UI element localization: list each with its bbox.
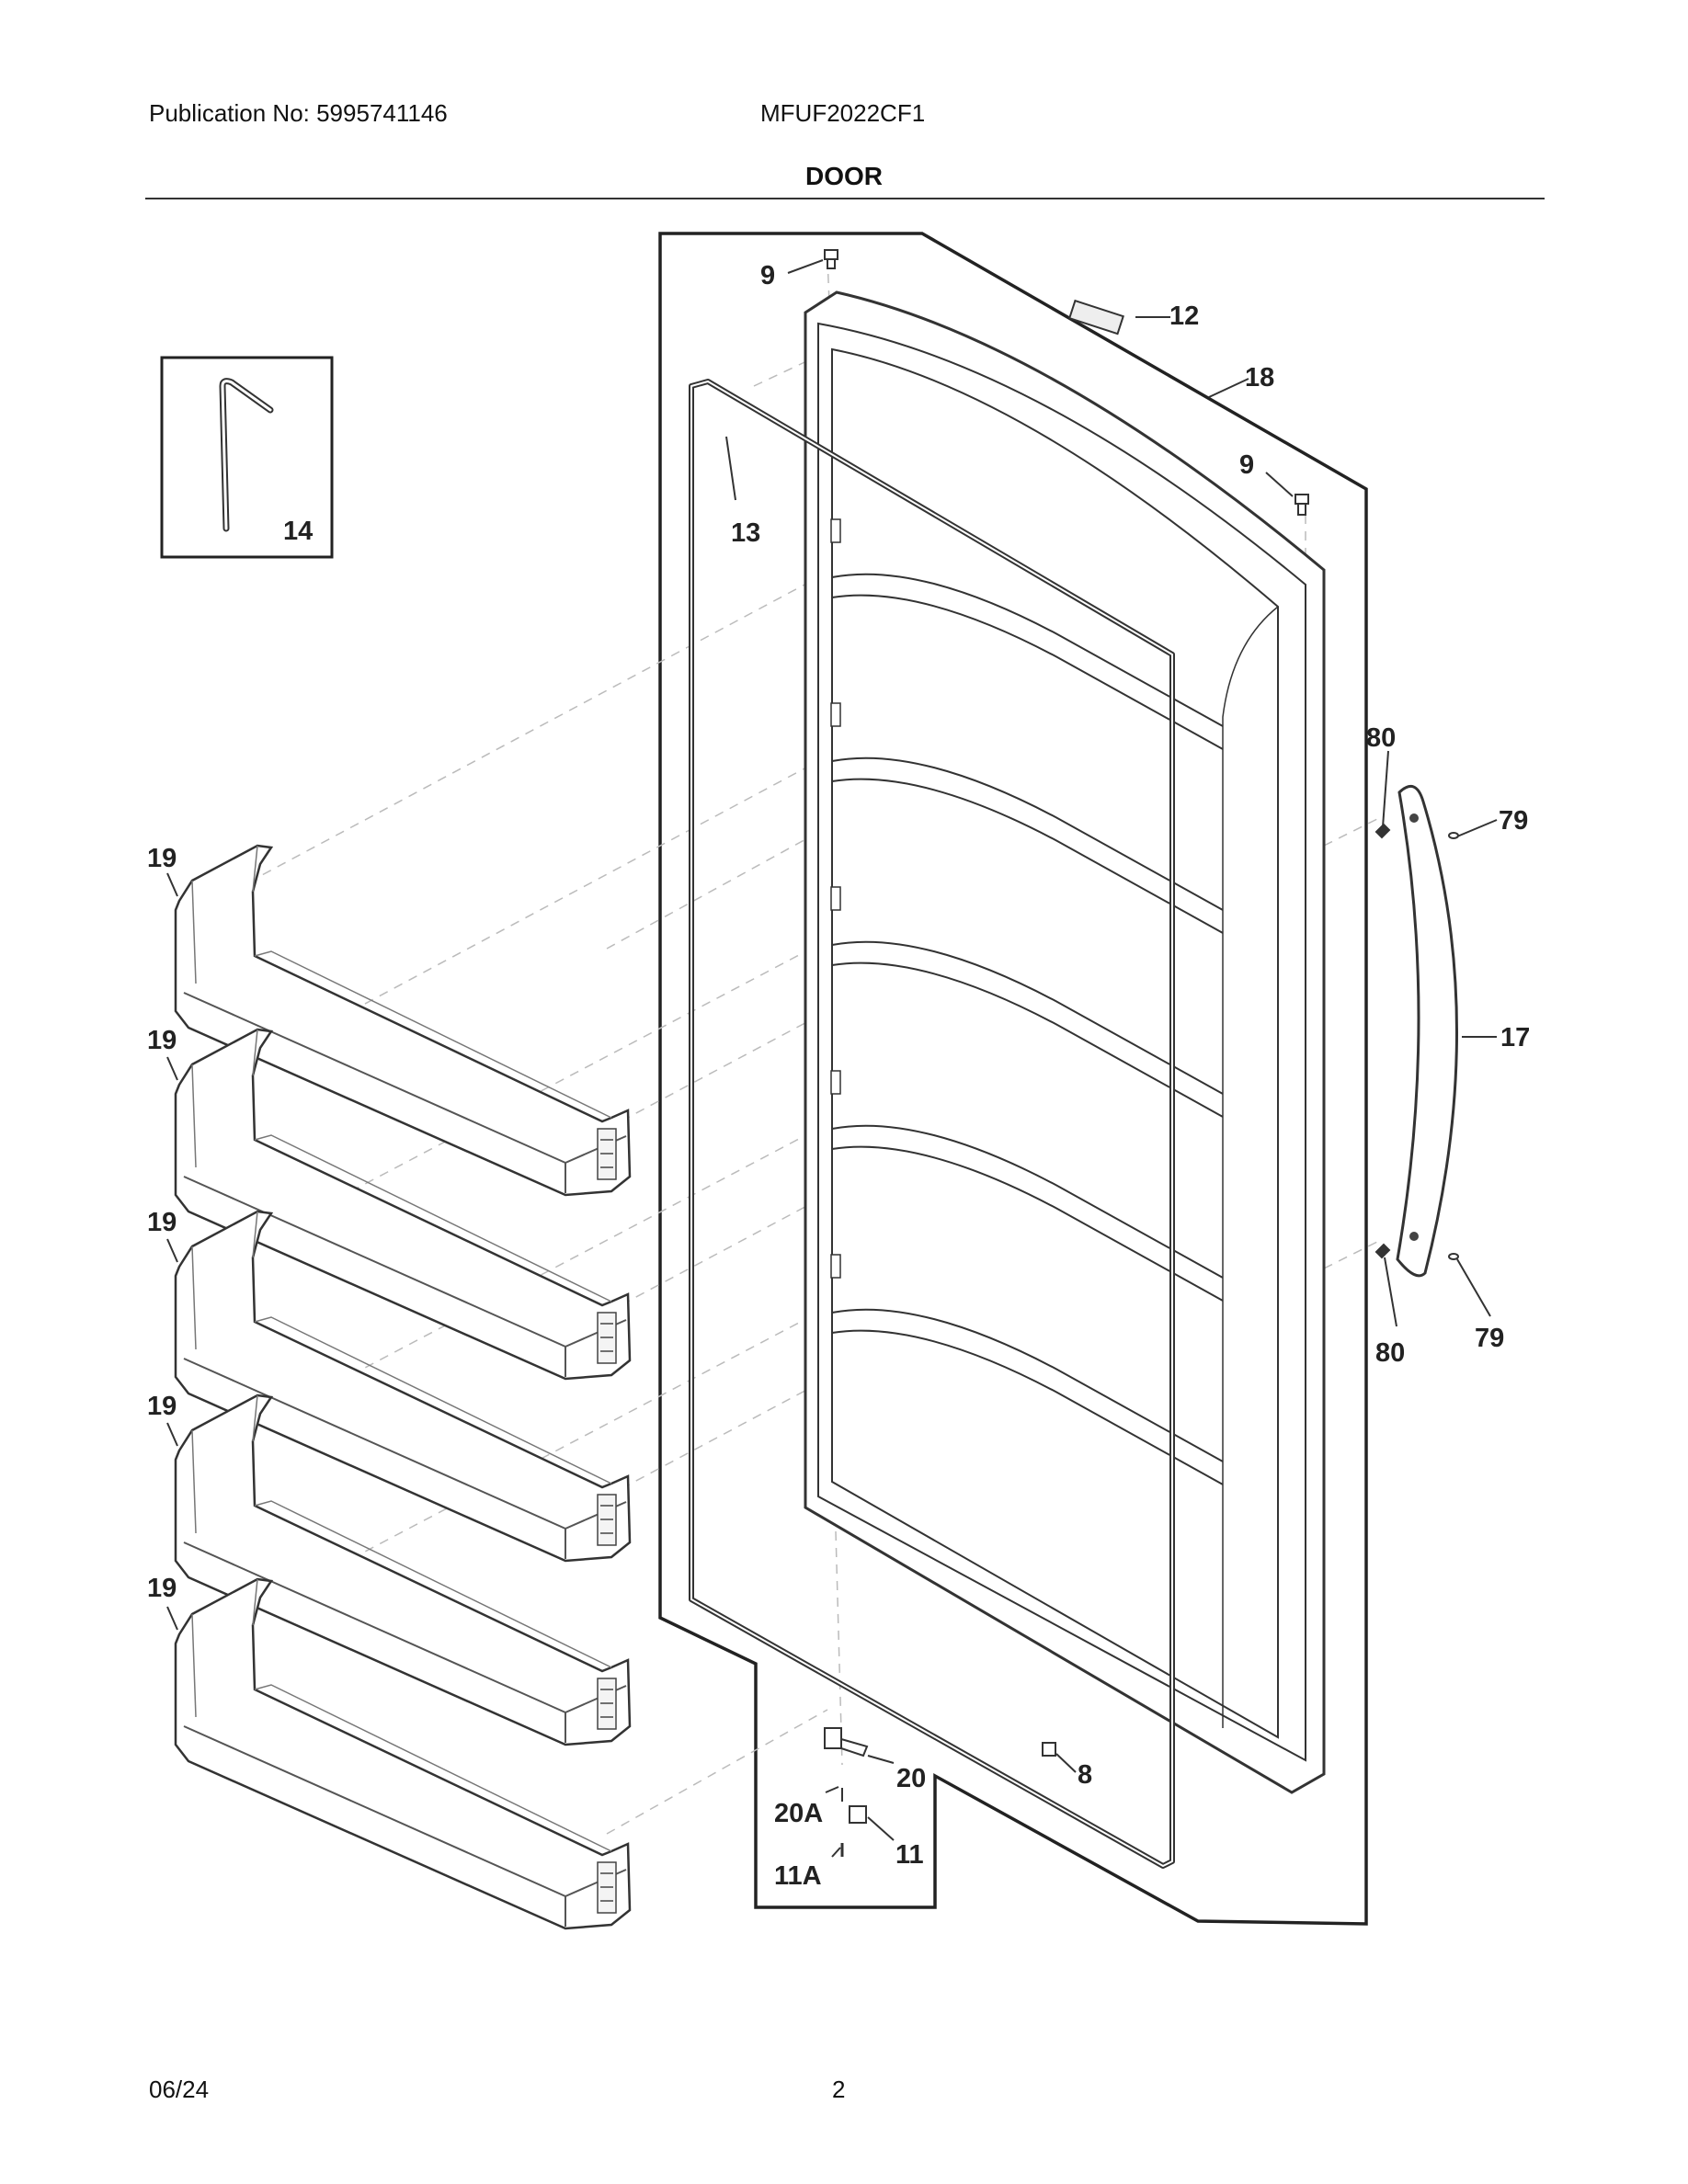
publication-number: Publication No: 5995741146 — [149, 99, 448, 127]
callout-20A: 20A — [774, 1799, 823, 1828]
callout-17: 17 — [1500, 1023, 1530, 1052]
hex-key-box — [160, 356, 334, 559]
callout-11: 11 — [895, 1840, 924, 1870]
callout-79-bottom: 79 — [1475, 1324, 1504, 1353]
callout-12: 12 — [1169, 301, 1199, 331]
header-rule — [145, 198, 1545, 199]
callout-9-right: 9 — [1239, 450, 1254, 480]
callout-20: 20 — [896, 1764, 926, 1793]
callout-80-top: 80 — [1366, 723, 1396, 753]
callout-8: 8 — [1078, 1760, 1092, 1790]
door-handle — [1396, 784, 1458, 1278]
publication-date: 06/24 — [149, 2076, 210, 2103]
door-panel — [804, 290, 1326, 1794]
callout-80-bottom: 80 — [1375, 1338, 1405, 1368]
callout-11A: 11A — [774, 1861, 822, 1891]
callout-19-5: 19 — [147, 1574, 177, 1603]
callout-13: 13 — [731, 518, 760, 548]
dashed-leaders — [247, 256, 1380, 1835]
callout-19-4: 19 — [147, 1392, 177, 1421]
callout-19-2: 19 — [147, 1026, 177, 1055]
model-number: MFUF2022CF1 — [760, 99, 926, 127]
callout-14: 14 — [283, 517, 313, 546]
callout-leaders — [166, 259, 1498, 1858]
callout-79-top: 79 — [1499, 806, 1528, 836]
callout-9-top: 9 — [760, 261, 775, 290]
door-assembly-boundary — [658, 232, 1368, 1926]
callout-18: 18 — [1245, 363, 1274, 392]
callout-19-1: 19 — [147, 844, 177, 873]
section-title: DOOR — [805, 162, 883, 190]
hardware-parts — [824, 249, 1459, 1857]
callout-19-3: 19 — [147, 1208, 177, 1237]
page-number: 2 — [832, 2076, 846, 2103]
